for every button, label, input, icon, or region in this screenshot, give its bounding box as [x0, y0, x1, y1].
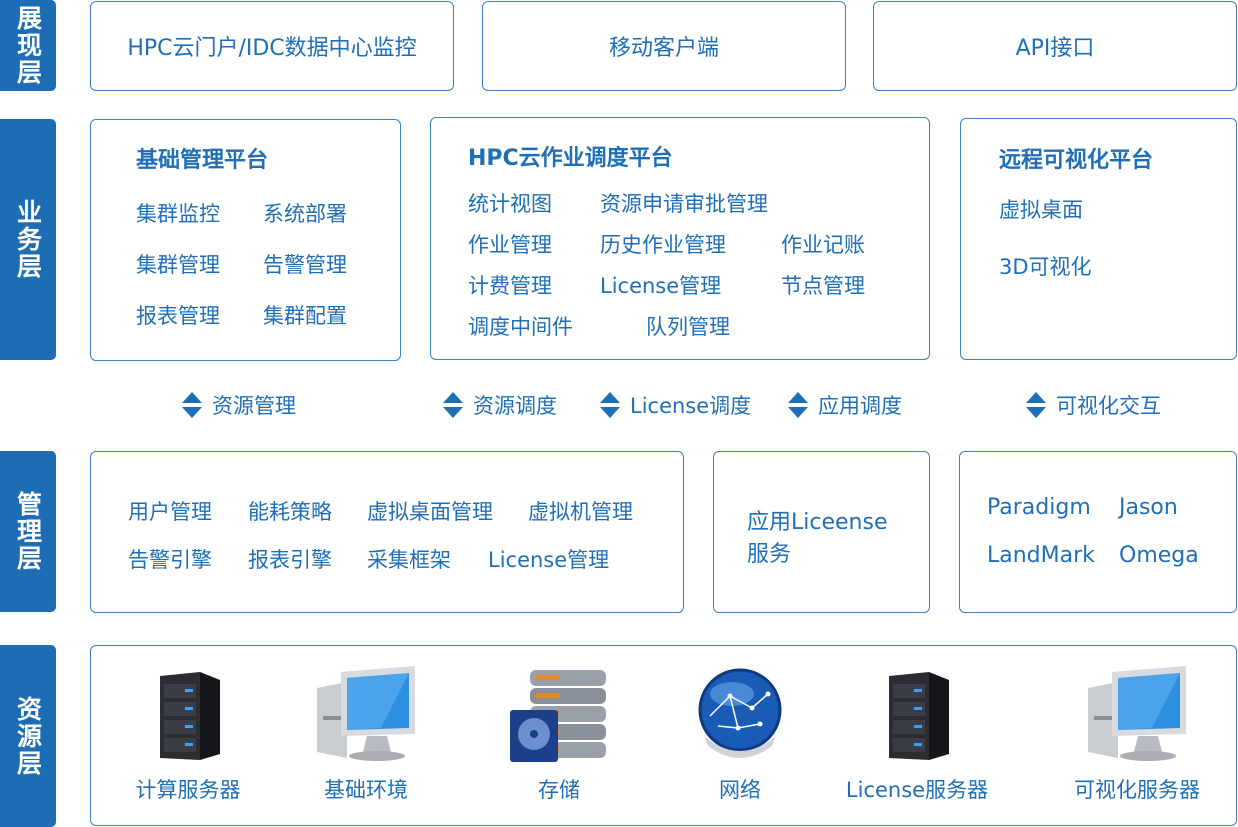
resource-compute-server: 计算服务器 — [103, 666, 273, 804]
link-visual-interaction: 可视化交互 — [1026, 390, 1161, 420]
hpc-item: 作业管理 — [468, 233, 552, 257]
server-icon — [889, 672, 949, 760]
resource-label: 基础环境 — [324, 778, 408, 802]
management-item: License管理 — [488, 548, 610, 572]
basic-item: 集群配置 — [263, 304, 347, 328]
hpc-item: 队列管理 — [646, 315, 730, 339]
hpc-item: 历史作业管理 — [600, 233, 726, 257]
double-arrow-icon — [600, 392, 620, 418]
hpc-item: 调度中间件 — [468, 315, 573, 339]
software-box: Paradigm Jason LandMark Omega — [959, 451, 1237, 613]
app-license-box: 应用Liceense 服务 — [713, 451, 930, 613]
link-app-scheduling: 应用调度 — [788, 390, 902, 420]
hpc-item: 统计视图 — [468, 192, 552, 216]
monitor-icon — [1088, 666, 1186, 761]
link-resource-management: 资源管理 — [182, 390, 296, 420]
management-item: 报表引擎 — [248, 548, 332, 572]
resource-license-server: License服务器 — [832, 666, 1002, 804]
software-item: Jason — [1119, 495, 1178, 520]
remote-item: 虚拟桌面 — [999, 198, 1083, 222]
management-item: 虚拟机管理 — [528, 500, 633, 524]
layer-tag-business: 业务层 — [0, 119, 56, 360]
monitor-icon — [317, 666, 415, 761]
double-arrow-icon — [443, 392, 463, 418]
hpc-item: 节点管理 — [781, 274, 865, 298]
hpc-item: 计费管理 — [468, 274, 552, 298]
remote-platform-title: 远程可视化平台 — [999, 148, 1154, 173]
resource-label: 存储 — [538, 778, 580, 802]
resource-label: License服务器 — [845, 778, 989, 802]
basic-item: 集群监控 — [136, 202, 220, 226]
resource-network: 网络 — [655, 666, 825, 804]
layer-tag-management: 管理层 — [0, 451, 56, 612]
resource-visualization-server: 可视化服务器 — [1052, 666, 1222, 804]
basic-item: 集群管理 — [136, 253, 220, 277]
link-label: 资源调度 — [473, 394, 557, 418]
basic-item: 系统部署 — [263, 202, 347, 226]
mobile-client-box: 移动客户端 — [482, 1, 846, 91]
api-label: API接口 — [1015, 36, 1095, 61]
hpc-platform-box: HPC云作业调度平台 统计视图 资源申请审批管理 作业管理 历史作业管理 作业记… — [430, 117, 930, 360]
basic-item: 告警管理 — [263, 253, 347, 277]
link-resource-scheduling: 资源调度 — [443, 390, 557, 420]
resource-label: 可视化服务器 — [1074, 778, 1200, 802]
basic-platform-box: 基础管理平台 集群监控 系统部署 集群管理 告警管理 报表管理 集群配置 — [90, 119, 401, 361]
hpc-platform-title: HPC云作业调度平台 — [468, 146, 673, 171]
app-license-service: 服务 — [747, 542, 792, 567]
double-arrow-icon — [182, 392, 202, 418]
software-item: Paradigm — [987, 495, 1091, 520]
api-box: API接口 — [873, 1, 1237, 91]
software-item: Omega — [1119, 543, 1199, 568]
link-label: 应用调度 — [818, 394, 902, 418]
double-arrow-icon — [788, 392, 808, 418]
server-icon — [160, 672, 220, 760]
management-item: 能耗策略 — [248, 500, 332, 524]
layer-tag-presentation: 展现层 — [0, 0, 56, 91]
portal-box: HPC云门户/IDC数据中心监控 — [90, 1, 454, 91]
link-label: 可视化交互 — [1056, 394, 1161, 418]
link-label: License调度 — [630, 394, 752, 418]
management-box: 用户管理 能耗策略 虚拟桌面管理 虚拟机管理 告警引擎 报表引擎 采集框架 Li… — [90, 451, 684, 613]
app-license-label: 应用Liceense — [747, 510, 888, 535]
basic-item: 报表管理 — [136, 304, 220, 328]
resource-storage: 存储 — [474, 666, 644, 804]
management-item: 虚拟桌面管理 — [367, 500, 493, 524]
hpc-item: 资源申请审批管理 — [600, 192, 768, 216]
layer-tag-resource: 资源层 — [0, 645, 56, 827]
link-license-scheduling: License调度 — [600, 390, 751, 420]
storage-icon — [510, 670, 606, 762]
management-item: 采集框架 — [367, 548, 451, 572]
hpc-item: License管理 — [600, 274, 722, 298]
double-arrow-icon — [1026, 392, 1046, 418]
basic-platform-title: 基础管理平台 — [136, 148, 269, 173]
software-item: LandMark — [987, 543, 1095, 568]
mobile-client-label: 移动客户端 — [608, 36, 719, 61]
hpc-item: 作业记账 — [781, 233, 865, 257]
remote-item: 3D可视化 — [999, 255, 1092, 279]
management-item: 告警引擎 — [128, 548, 212, 572]
link-label: 资源管理 — [212, 394, 296, 418]
resource-box: 计算服务器 基础环境 存 — [90, 645, 1237, 826]
resource-basic-environment: 基础环境 — [281, 666, 451, 804]
globe-icon — [698, 668, 782, 758]
management-item: 用户管理 — [128, 500, 212, 524]
resource-label: 计算服务器 — [135, 778, 241, 802]
resource-label: 网络 — [719, 778, 761, 802]
portal-label: HPC云门户/IDC数据中心监控 — [127, 36, 417, 61]
remote-platform-box: 远程可视化平台 虚拟桌面 3D可视化 — [960, 118, 1237, 360]
